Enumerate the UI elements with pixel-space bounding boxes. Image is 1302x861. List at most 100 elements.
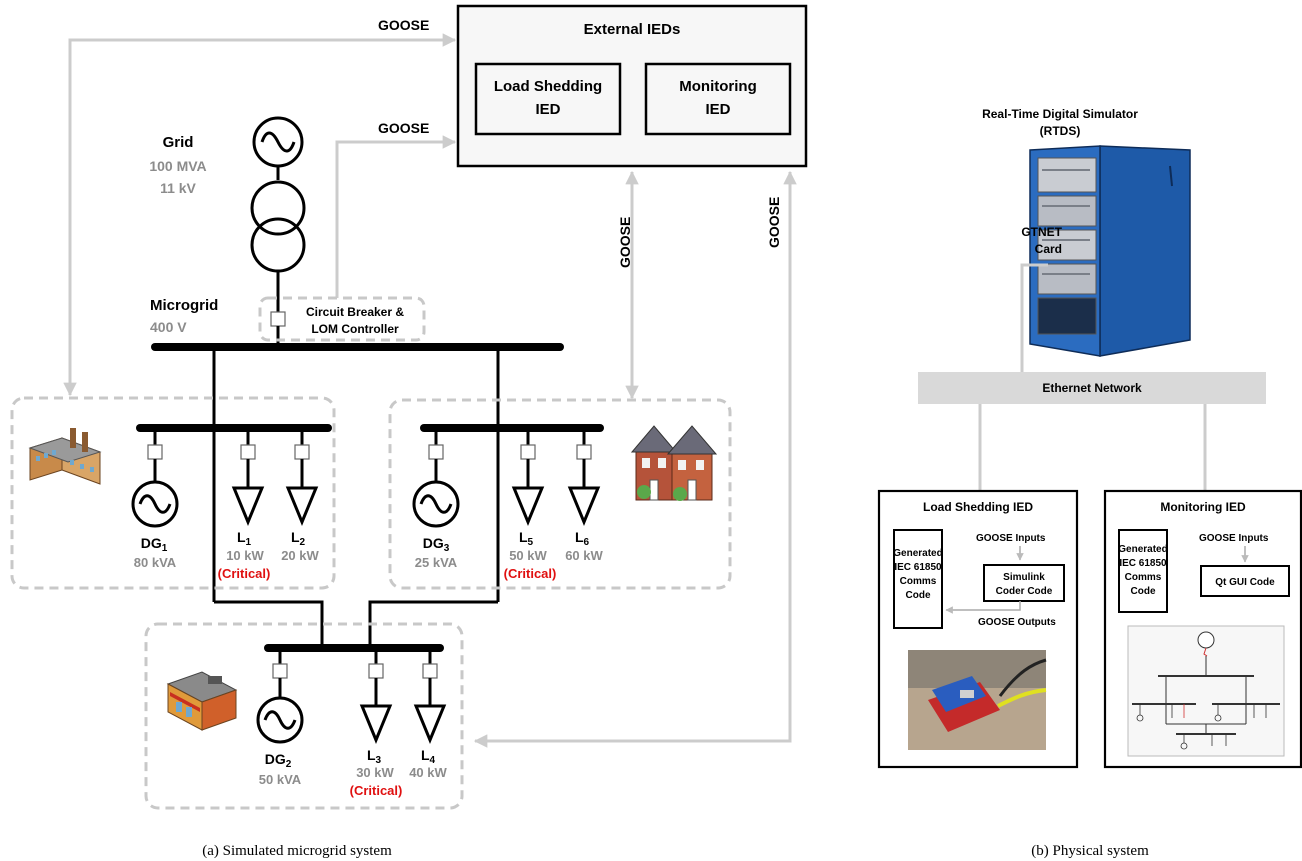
l2-load-icon — [285, 486, 319, 526]
l6-breaker — [576, 444, 592, 460]
commercial-zone — [144, 622, 464, 810]
mon-generated-line2: IEC 61850 — [1119, 558, 1167, 569]
l5-load-icon — [511, 486, 545, 526]
l2-label: L2 — [291, 529, 306, 548]
rtds-title-2: (RTDS) — [1040, 124, 1081, 138]
microgrid-label: Microgrid — [150, 297, 218, 314]
l1-label: L1 — [237, 529, 252, 548]
factory-icon — [28, 428, 102, 485]
caption-a: (a) Simulated microgrid system — [202, 843, 392, 859]
ls-simulink-line2: Coder Code — [996, 586, 1053, 597]
load-shedding-ied-label: Load Shedding — [494, 78, 602, 95]
rtds-cabinet — [1029, 145, 1191, 357]
l5-rating: 50 kW — [509, 548, 547, 563]
embedded-board-photo — [908, 650, 1047, 750]
caption-b: (b) Physical system — [1031, 843, 1149, 859]
ls-generated-line4: Code — [906, 590, 931, 601]
transformer-icon — [250, 180, 306, 236]
dg3-label: DG3 — [423, 535, 450, 554]
goose-label-breaker: GOOSE — [378, 120, 429, 136]
l2-rating: 20 kW — [281, 548, 319, 563]
load-shedding-ied-panel: Load Shedding IED GOOSE Inputs Generated… — [877, 489, 1079, 769]
external-ieds-title: External IEDs — [584, 21, 681, 38]
goose-label-top: GOOSE — [378, 17, 429, 33]
dg3-breaker — [428, 444, 444, 460]
l2-breaker — [294, 444, 310, 460]
dg1-label: DG1 — [141, 535, 168, 554]
dg2-breaker — [272, 663, 288, 679]
l5-label: L5 — [519, 529, 534, 548]
l6-load-icon — [567, 486, 601, 526]
goose-link-commercial — [473, 170, 797, 748]
microgrid-voltage: 400 V — [150, 319, 187, 335]
grid-source — [250, 116, 306, 346]
l1-rating: 10 kW — [226, 548, 264, 563]
dg1-rating: 80 kVA — [134, 555, 177, 570]
ls-goose-inputs: GOOSE Inputs — [976, 533, 1046, 544]
ls-generated-line2: IEC 61850 — [894, 562, 942, 573]
shop-icon — [166, 671, 238, 731]
monitoring-ied-box — [644, 62, 792, 136]
l5-breaker — [520, 444, 536, 460]
l4-breaker — [422, 663, 438, 679]
industrial-zone — [10, 396, 336, 590]
mon-goose-inputs: GOOSE Inputs — [1199, 533, 1269, 544]
l3-label: L3 — [367, 747, 382, 766]
l6-label: L6 — [575, 529, 590, 548]
breaker-label: Circuit Breaker & — [306, 305, 404, 319]
grid-voltage: 11 kV — [160, 180, 196, 196]
goose-label-residential: GOOSE — [617, 217, 633, 268]
load-shedding-ied-label-2: IED — [535, 101, 560, 118]
gtnet-label-2: Card — [1035, 242, 1062, 256]
l1-load-icon — [231, 486, 265, 526]
breaker-lom-box — [258, 296, 426, 342]
ls-generated-line3: Comms — [900, 576, 937, 587]
monitoring-ied-label: Monitoring — [679, 78, 756, 95]
grid-rating: 100 MVA — [149, 158, 206, 174]
rtds-ethernet-link — [1020, 263, 1048, 372]
l4-label: L4 — [421, 747, 436, 766]
l6-rating: 60 kW — [565, 548, 603, 563]
mon-panel-title: Monitoring IED — [1160, 500, 1246, 514]
goose-label-commercial: GOOSE — [766, 197, 782, 248]
main-breaker-icon — [270, 311, 286, 327]
l3-critical-tag: (Critical) — [350, 783, 403, 798]
mon-generated-line4: Code — [1131, 586, 1156, 597]
monitoring-ied-panel: Monitoring IED GOOSE Inputs Generated IE… — [1103, 489, 1302, 769]
grid-label: Grid — [163, 134, 194, 151]
residential-zone — [388, 398, 732, 590]
ls-goose-outputs: GOOSE Outputs — [978, 617, 1056, 628]
breaker-label-2: LOM Controller — [311, 322, 399, 336]
dg2-label: DG2 — [265, 751, 292, 770]
dg1-breaker — [147, 444, 163, 460]
l4-rating: 40 kW — [409, 765, 447, 780]
l3-load-icon — [359, 704, 393, 744]
gui-screenshot — [1127, 625, 1285, 757]
monitoring-ied-label-2: IED — [705, 101, 730, 118]
mon-generated-line3: Comms — [1125, 572, 1162, 583]
goose-link-industrial — [63, 33, 457, 397]
mon-qt-code: Qt GUI Code — [1215, 577, 1275, 588]
ethernet-network-bar — [918, 372, 1266, 404]
l5-critical-tag: (Critical) — [504, 566, 557, 581]
goose-links — [63, 33, 797, 748]
rtds-title: Real-Time Digital Simulator — [982, 107, 1138, 121]
l1-critical-tag: (Critical) — [218, 566, 271, 581]
l1-breaker — [240, 444, 256, 460]
goose-link-breaker — [335, 135, 457, 298]
ls-generated-line1: Generated — [893, 548, 942, 559]
dg3-rating: 25 kVA — [415, 555, 458, 570]
l4-load-icon — [413, 704, 447, 744]
l3-breaker — [368, 663, 384, 679]
ethernet-network-label: Ethernet Network — [1042, 381, 1142, 395]
mon-generated-line1: Generated — [1118, 544, 1167, 555]
l3-rating: 30 kW — [356, 765, 394, 780]
ls-simulink-line1: Simulink — [1003, 572, 1045, 583]
dg2-rating: 50 kVA — [259, 772, 302, 787]
external-ieds: External IEDs Load Shedding IED Monitori… — [456, 4, 808, 168]
ls-panel-title: Load Shedding IED — [923, 500, 1033, 514]
gtnet-label: GTNET — [1021, 225, 1062, 239]
load-shedding-ied-box — [474, 62, 622, 136]
houses-icon — [630, 425, 718, 501]
